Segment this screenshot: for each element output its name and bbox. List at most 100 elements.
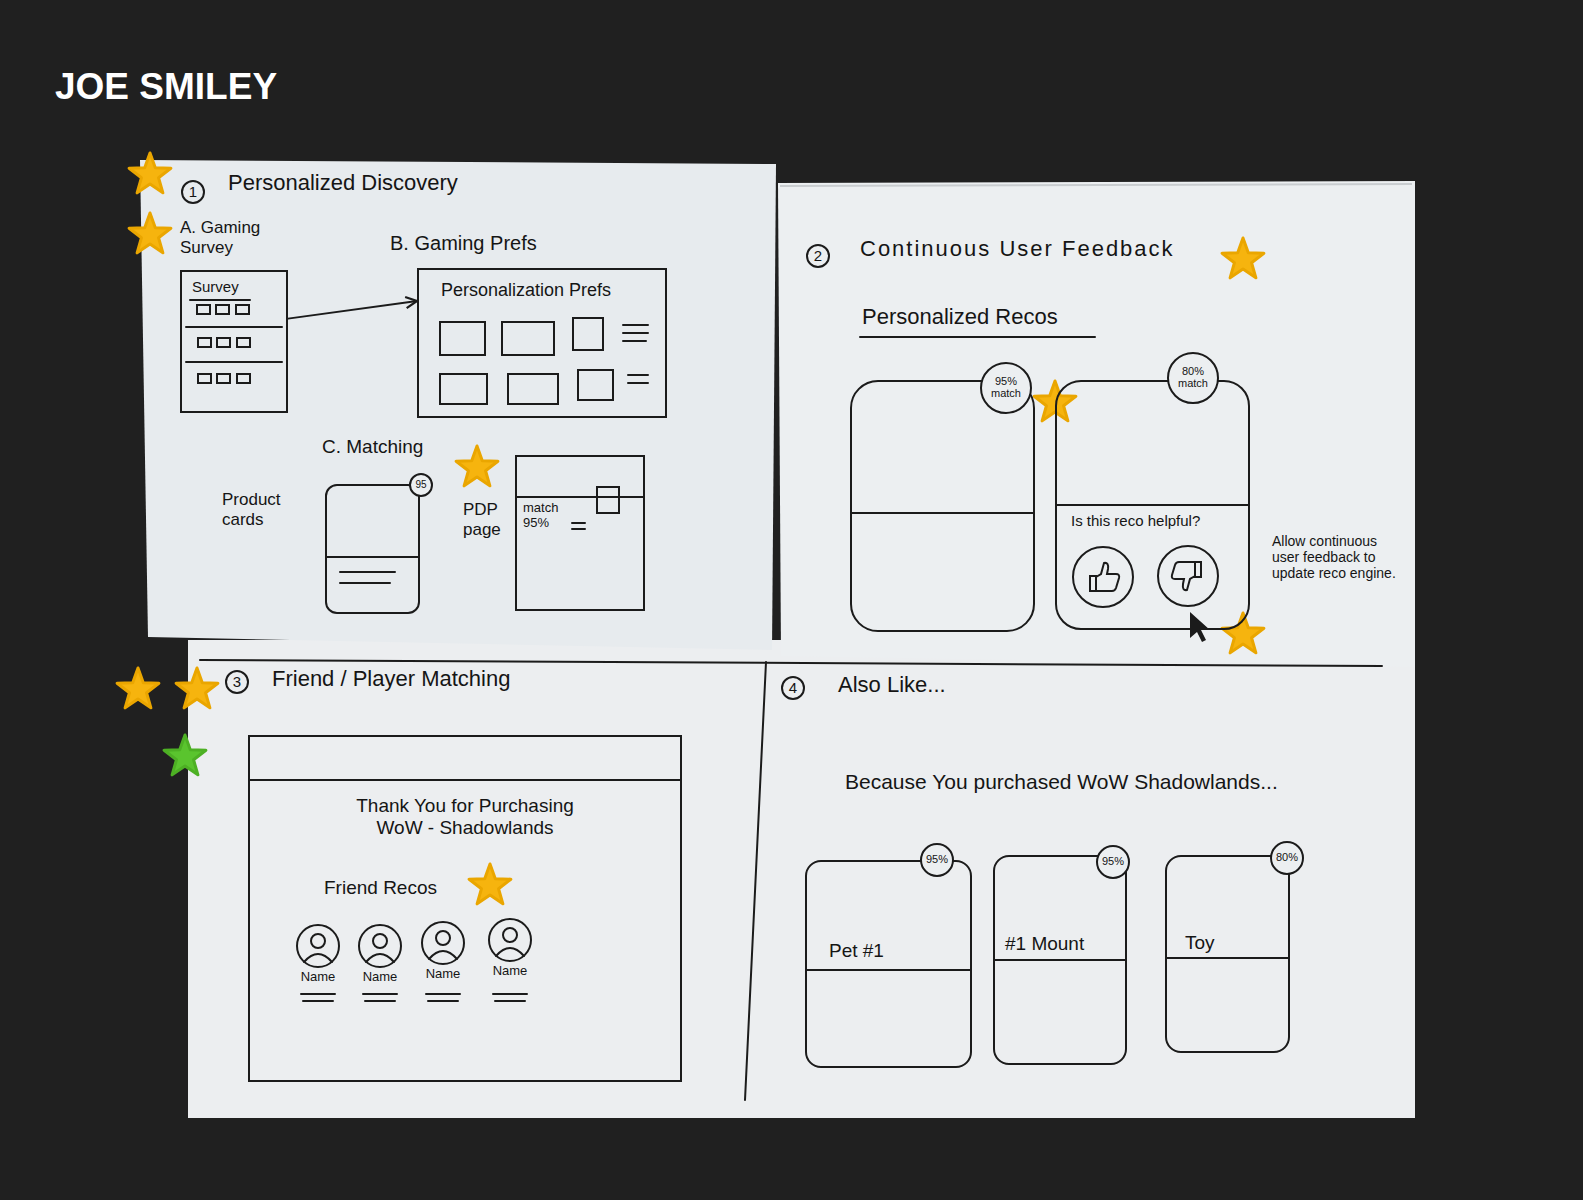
prefs-box: Personalization Prefs <box>417 268 667 418</box>
checkbox <box>198 338 211 347</box>
match-percent: 95 <box>415 480 426 491</box>
vote-star <box>469 864 511 904</box>
vote-star <box>456 446 498 486</box>
card-divider <box>1057 504 1248 506</box>
pref-tile <box>440 322 485 355</box>
match-percent: 95% <box>1102 856 1124 868</box>
sketch-label: B. Gaming Prefs <box>390 232 537 255</box>
friend-name: Name <box>493 964 528 979</box>
page-title: JOE SMILEY <box>55 66 277 109</box>
flow-arrow <box>288 301 417 319</box>
vote-star <box>1222 613 1264 653</box>
friend-name: Name <box>426 967 461 982</box>
match-badge: 95% match <box>980 362 1032 414</box>
thumb-button <box>1073 547 1133 607</box>
callout-number: 1 <box>181 180 205 204</box>
callout-number: 4 <box>781 676 805 700</box>
paper-sheet <box>188 640 1415 1118</box>
checkbox <box>217 338 230 347</box>
match-percent: 80% match <box>1169 366 1217 389</box>
box-text: Survey <box>192 278 239 295</box>
checkbox <box>236 305 249 314</box>
item-card: Toy80% <box>1165 855 1290 1053</box>
underline <box>190 299 250 301</box>
card-divider <box>852 512 1033 514</box>
pref-tile <box>502 322 554 355</box>
checkbox <box>237 338 250 347</box>
checkbox <box>198 374 211 383</box>
match-percent: 80% <box>1276 852 1298 864</box>
survey-box: Survey <box>180 270 288 413</box>
thumbs-down-icon <box>1172 562 1201 590</box>
underline <box>860 336 1095 338</box>
friend-avatar: Name <box>296 924 340 968</box>
pref-tile <box>440 374 487 404</box>
match-badge: 95% <box>920 843 954 877</box>
pref-tile <box>578 370 613 400</box>
match-percent: 95% match <box>982 376 1030 399</box>
box-text: #1 Mount <box>1005 933 1084 955</box>
thumb-button <box>1158 546 1218 606</box>
box-text: Thank You for Purchasing WoW - Shadowlan… <box>345 795 585 839</box>
match-badge: 80% match <box>1167 352 1219 404</box>
sketch-label: Product cards <box>222 490 302 529</box>
divider-line <box>200 660 1382 666</box>
callout-number: 3 <box>225 670 249 694</box>
checkbox <box>216 305 229 314</box>
box-text: Toy <box>1185 932 1215 954</box>
item-card: Pet #195% <box>805 860 972 1068</box>
cursor-icon <box>1190 612 1210 642</box>
avatar-head <box>436 931 450 945</box>
sketch-label: A. Gaming Survey <box>180 218 280 257</box>
pdp-line <box>517 496 643 498</box>
text-lines <box>301 994 527 1001</box>
avatar-head <box>311 934 325 948</box>
box-text: Friend Recos <box>324 877 437 899</box>
match-badge: 80% <box>1270 841 1304 875</box>
pref-tile <box>573 318 603 350</box>
divider-line <box>745 662 766 1100</box>
thumbs-up-icon <box>1090 563 1119 591</box>
item-card: #1 Mount 95% <box>993 855 1127 1065</box>
row-separator <box>186 361 282 363</box>
box-text: match 95% <box>523 501 569 531</box>
thank-you-screen: Thank You for Purchasing WoW - Shadowlan… <box>248 735 682 1082</box>
card-divider <box>995 959 1125 961</box>
friend-avatar: Name <box>358 924 402 968</box>
box-text: Is this reco helpful? <box>1071 512 1200 529</box>
sketch-label: Friend / Player Matching <box>272 666 510 691</box>
match-badge: 95 <box>409 473 433 497</box>
vote-star <box>1222 238 1264 278</box>
text-lines <box>572 523 585 529</box>
sketch-label: Allow continuous user feedback to update… <box>1272 533 1408 581</box>
pref-tile <box>508 374 558 404</box>
sketch-label: C. Matching <box>322 436 423 458</box>
sheet-edge <box>780 184 1412 186</box>
sketch-label: Also Like... <box>838 672 946 697</box>
text-lines <box>628 375 648 383</box>
vote-star <box>176 668 218 708</box>
friend-name: Name <box>301 970 336 985</box>
vote-star <box>129 213 171 253</box>
card-divider <box>1167 957 1288 959</box>
match-badge: 95% <box>1096 845 1130 879</box>
vote-star <box>129 153 171 193</box>
avatar-body <box>496 948 524 956</box>
text-lines <box>623 325 648 341</box>
checkbox <box>217 374 230 383</box>
friend-avatar: Name <box>421 921 465 965</box>
card-lines <box>327 557 418 583</box>
checkbox <box>197 305 210 314</box>
callout-number: 2 <box>806 244 830 268</box>
paper-sheet <box>140 160 776 650</box>
pdp-page-box: match 95% <box>515 455 645 611</box>
avatar-body <box>429 951 457 959</box>
avatar-body <box>366 954 394 962</box>
vote-star-green <box>164 735 206 775</box>
box-text: Personalization Prefs <box>441 280 611 301</box>
pdp-image <box>597 487 619 513</box>
product-card: 95 <box>325 484 420 614</box>
sketch-label: PDP page <box>463 500 511 539</box>
row-separator <box>186 326 282 328</box>
